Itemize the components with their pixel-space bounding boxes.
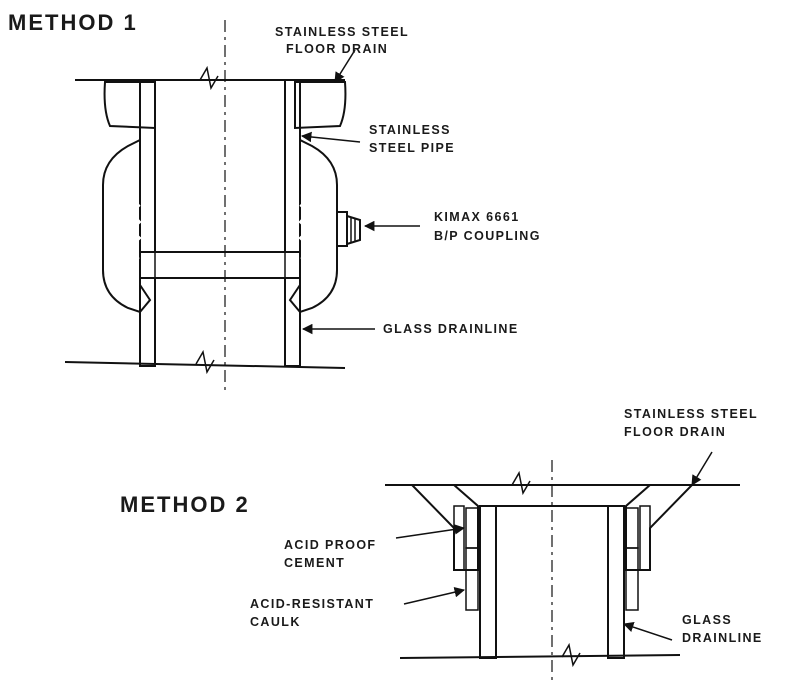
coupling-slot-left [115,188,121,226]
label-floor-drain-1a: STAINLESS STEEL [275,25,409,39]
leader-floor-drain-2 [691,451,713,486]
break-symbol-bottom-2 [561,642,581,668]
floor-drain-left-1 [103,81,156,130]
gasket-wave-left [130,204,142,273]
label-caulk-b: CAULK [250,615,301,629]
bottom-line-2 [399,654,681,659]
label-glass-drainline-2a: GLASS [682,613,732,627]
coupling-sleeve-left [102,138,152,314]
floor-drain-right-1 [294,81,347,130]
label-cement-a: ACID PROOF [284,538,376,552]
method-1-title: METHOD 1 [8,10,138,35]
label-cement-b: CEMENT [284,556,345,570]
coupling-bolt-head [336,211,348,247]
break-symbol-top-1 [199,65,219,91]
label-floor-drain-2b: FLOOR DRAIN [624,425,726,439]
label-caulk-a: ACID-RESISTANT [250,597,374,611]
acid-proof-cement-left [465,507,479,549]
drain-body-right-2 [639,505,651,571]
coupling-slot-right [320,188,326,226]
coupling-sleeve-right [288,138,338,314]
method-1-drawing: METHOD 1 [8,10,541,395]
coupling-gap [154,251,286,279]
break-symbol-top-2 [511,470,531,496]
glass-drainline-right-wall [284,277,301,367]
label-glass-drainline-2b: DRAINLINE [682,631,763,645]
steel-pipe-right-wall [284,79,301,253]
method-2-title: METHOD 2 [120,492,250,517]
glass-drainline-left-wall-2 [479,505,497,659]
steel-pipe-left-wall [139,79,156,253]
floor-drain-left-2 [409,484,479,571]
label-coupling-a: KIMAX 6661 [434,210,520,224]
label-coupling-b: B/P COUPLING [434,229,541,243]
floor-drain-right-2 [625,484,695,571]
leader-cement [395,524,466,539]
leader-glass-drainline-2 [623,622,673,641]
label-floor-drain-1b: FLOOR DRAIN [286,42,388,56]
label-steel-pipe-b: STEEL PIPE [369,141,455,155]
leader-floor-drain-1 [334,49,356,83]
glass-drainline-left-wall [139,277,156,367]
gasket-wave-right [298,204,310,273]
coupling-bolt-nut [346,214,361,246]
drain-body-left-2 [453,505,465,571]
glass-drainline-right-wall-2 [607,505,625,659]
label-floor-drain-2a: STAINLESS STEEL [624,407,758,421]
label-steel-pipe-a: STAINLESS [369,123,451,137]
leader-steel-pipe [300,131,361,143]
acid-resistant-caulk-left [465,547,479,611]
label-glass-drainline-1: GLASS DRAINLINE [383,322,519,336]
leader-caulk [403,587,466,605]
break-symbol-bottom-1 [195,349,215,375]
acid-resistant-caulk-right [625,547,639,611]
method-2-drawing: METHOD 2 STAINLESS STEEL FLOOR DRAI [120,407,763,680]
acid-proof-cement-right [625,507,639,549]
